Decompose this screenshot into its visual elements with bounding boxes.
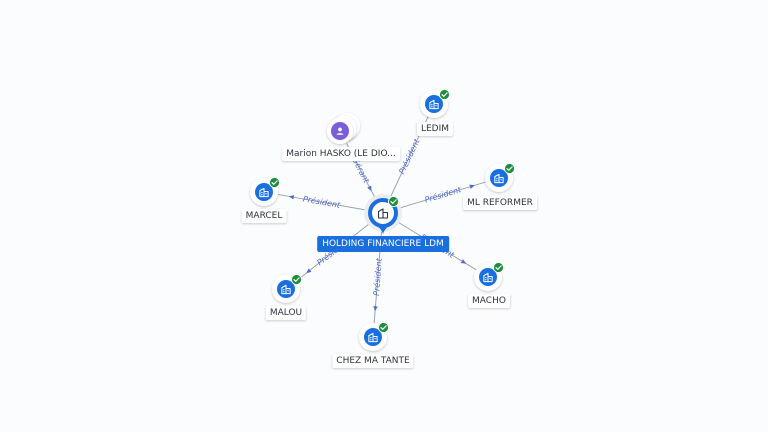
center-building-icon (377, 208, 389, 219)
edge-arrow (469, 184, 475, 189)
center-node-label[interactable]: HOLDING FINANCIERE LDM (317, 236, 449, 252)
edge-label-chez-ma-tante: Président (371, 257, 384, 296)
node-label-macho[interactable]: MACHO (468, 294, 510, 308)
node-chez-ma-tante[interactable] (359, 322, 389, 351)
node-marcel[interactable] (250, 177, 280, 206)
verified-check-icon (439, 89, 450, 100)
node-label-ml-reformer[interactable]: ML REFORMER (463, 196, 537, 210)
center-node[interactable] (364, 194, 402, 235)
verified-check-icon (388, 196, 399, 207)
verified-check-icon (504, 163, 515, 174)
edge-arrow (373, 306, 378, 312)
edge-label-marcel: Président (302, 193, 342, 210)
edge-arrow (288, 195, 295, 200)
edge-arrow (460, 259, 467, 264)
node-label-marion-hasko[interactable]: Marion HASKO (LE DIO... (282, 147, 400, 161)
edge-label-ml-reformer: Président (423, 184, 463, 205)
node-label-marcel[interactable]: MARCEL (241, 209, 287, 223)
edge-label-ledim: Président (396, 137, 421, 176)
node-malou[interactable] (272, 274, 302, 303)
verified-check-icon (378, 322, 389, 333)
verified-check-icon (493, 262, 504, 273)
edge-arrow (367, 185, 372, 192)
node-marion-hasko[interactable] (327, 113, 360, 144)
node-label-malou[interactable]: MALOU (265, 306, 307, 320)
center-building-shape (377, 208, 389, 219)
node-macho[interactable] (474, 262, 504, 291)
node-ml-reformer[interactable] (485, 163, 515, 192)
nodes-layer (250, 89, 515, 351)
verified-check-icon (269, 177, 280, 188)
edge-arrow (306, 268, 312, 274)
node-label-ledim[interactable]: LEDIM (416, 122, 454, 136)
node-label-chez-ma-tante[interactable]: CHEZ MA TANTE (332, 354, 414, 368)
verified-check-icon (291, 274, 302, 285)
node-ledim[interactable] (420, 89, 450, 118)
